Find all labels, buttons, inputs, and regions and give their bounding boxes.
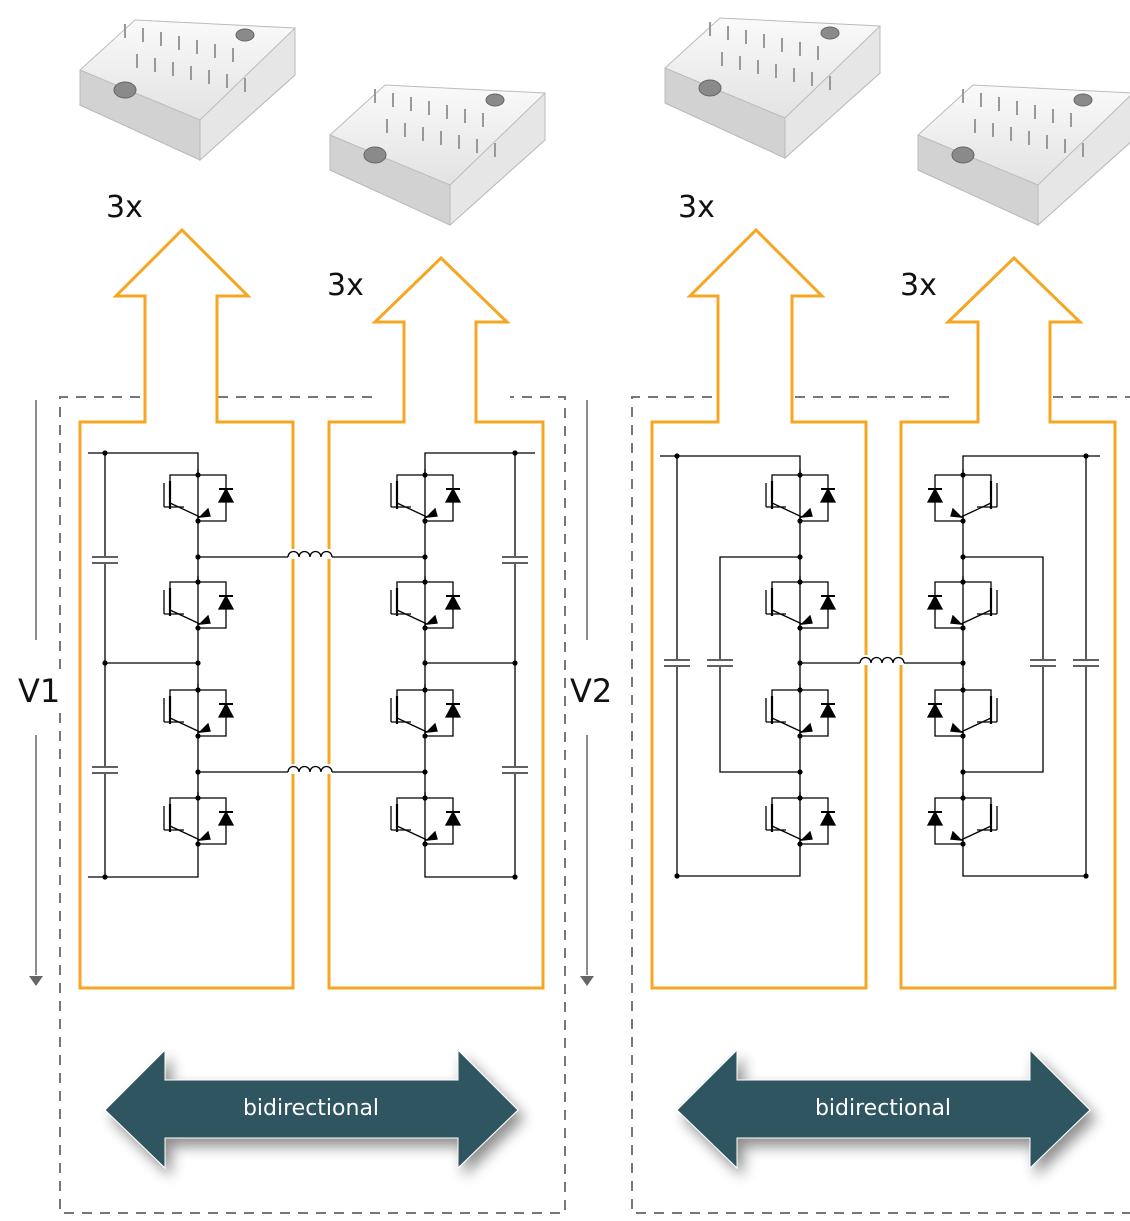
capacitor (91, 556, 119, 564)
junction-dot (422, 518, 428, 524)
power-module-image (329, 84, 546, 227)
bidirectional-arrow-left (104, 1048, 519, 1170)
junction-dot (195, 841, 201, 847)
junction-dot (102, 660, 108, 666)
junction-dot (195, 625, 201, 631)
junction-dot (797, 579, 803, 585)
junction-dot (422, 733, 428, 739)
capacitor (91, 766, 119, 774)
inductor (287, 764, 333, 774)
igbt-switch (926, 792, 998, 845)
junction-dot (422, 472, 428, 478)
junction-dot (960, 687, 966, 693)
junction-dot (797, 518, 803, 524)
junction-dot (422, 554, 428, 560)
junction-dot (960, 795, 966, 801)
junction-dot (797, 733, 803, 739)
junction-dot (422, 625, 428, 631)
orange-arrow-box-4 (899, 255, 1117, 990)
igbt-switch (163, 684, 235, 737)
junction-dot (195, 795, 201, 801)
junction-dot (195, 579, 201, 585)
junction-dot (195, 554, 201, 560)
wire (962, 455, 1100, 470)
dashed-enclosure-left (59, 396, 566, 1214)
igbt-switch (765, 792, 837, 845)
orange-arrow-box-3 (650, 227, 868, 990)
bidirectional-label: bidirectional (814, 1096, 952, 1121)
power-module-image (917, 84, 1130, 227)
capacitor (663, 659, 691, 667)
junction-dot (422, 687, 428, 693)
wire (677, 846, 801, 877)
voltage-label-v2: V2 (568, 672, 615, 710)
junction-dot (797, 841, 803, 847)
inductor (859, 655, 905, 665)
v2-arrowhead (580, 976, 594, 986)
junction-dot (422, 660, 428, 666)
orange-arrow-box-2 (327, 255, 545, 990)
junction-dot (797, 769, 803, 775)
igbt-switch (765, 684, 837, 737)
junction-dot (960, 518, 966, 524)
igbt-switch (926, 576, 998, 629)
module-multiplier-label: 3x (678, 190, 715, 225)
junction-dot (960, 625, 966, 631)
junction-dot (960, 472, 966, 478)
junction-dot (960, 660, 966, 666)
orange-arrow-box-1 (78, 227, 295, 990)
junction-dot (422, 769, 428, 775)
junction-dot (960, 579, 966, 585)
wire (660, 455, 801, 470)
igbt-switch (390, 792, 462, 845)
junction-dot (960, 841, 966, 847)
junction-dot (797, 625, 803, 631)
junction-dot (797, 554, 803, 560)
bidirectional-arrow-right (676, 1048, 1091, 1170)
module-multiplier-label: 3x (327, 268, 364, 303)
junction-dot (195, 472, 201, 478)
igbt-switch (163, 792, 235, 845)
capacitor (501, 556, 529, 564)
capacitor (501, 766, 529, 774)
junction-dot (960, 554, 966, 560)
wire (88, 850, 199, 878)
module-multiplier-label: 3x (106, 190, 143, 225)
igbt-switch (926, 469, 998, 522)
igbt-switch (163, 576, 235, 629)
junction-dot (195, 660, 201, 666)
junction-dot (797, 687, 803, 693)
module-multiplier-label: 3x (900, 268, 937, 303)
junction-dot (422, 579, 428, 585)
junction-dot (797, 660, 803, 666)
power-module-image (664, 17, 881, 160)
junction-dot (195, 733, 201, 739)
wire (424, 850, 515, 878)
junction-dot (797, 472, 803, 478)
capacitor (706, 659, 734, 667)
igbt-switch (926, 684, 998, 737)
capacitor (1029, 659, 1057, 667)
inductor (287, 549, 333, 559)
v1-arrowhead (29, 976, 43, 986)
junction-dot (512, 660, 518, 666)
capacitor (1072, 659, 1100, 667)
igbt-switch (390, 469, 462, 522)
junction-dot (422, 795, 428, 801)
junction-dot (195, 769, 201, 775)
junction-dot (797, 795, 803, 801)
junction-dot (960, 769, 966, 775)
wire (88, 452, 199, 472)
bidirectional-label: bidirectional (242, 1096, 380, 1121)
power-module-image (79, 19, 296, 162)
junction-dot (195, 518, 201, 524)
junction-dot (422, 841, 428, 847)
junction-dot (960, 733, 966, 739)
junction-dot (195, 687, 201, 693)
wire (424, 452, 535, 472)
dashed-enclosure-right (631, 396, 1130, 1214)
voltage-label-v1: V1 (16, 672, 63, 710)
wire (962, 846, 1086, 877)
